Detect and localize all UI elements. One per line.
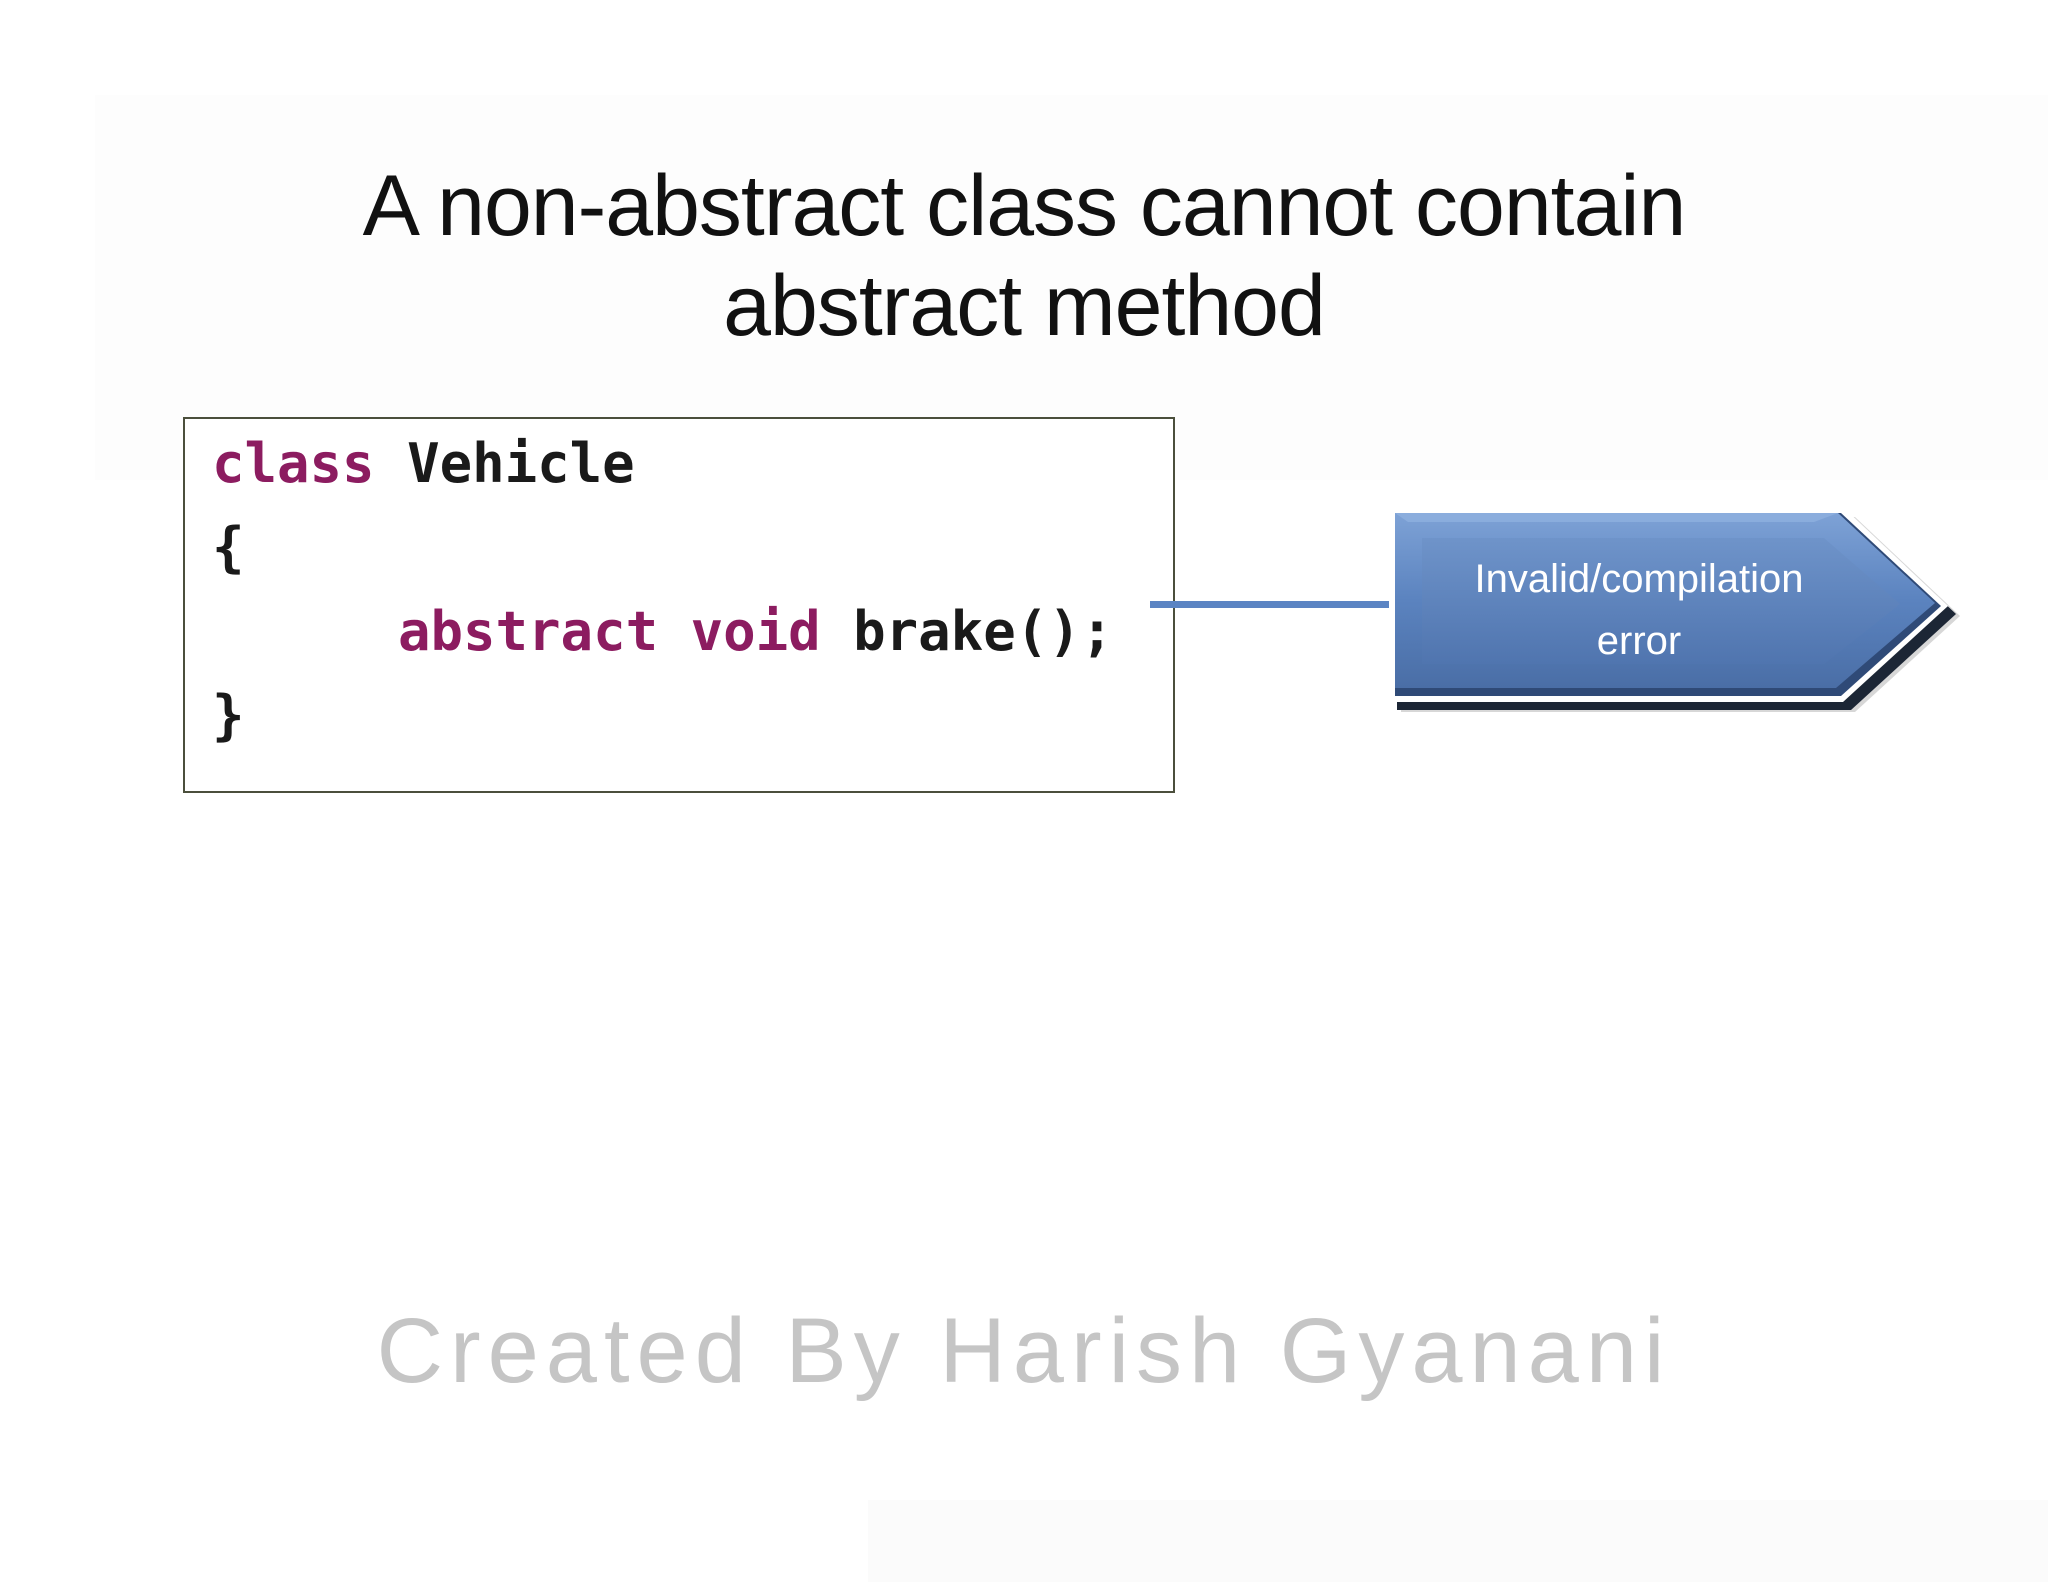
watermark-text: Created By Harish Gyanani	[376, 1300, 1672, 1402]
callout-label-line2: error	[1596, 619, 1682, 663]
callout-label: Invalid/compilation error	[1399, 548, 1879, 672]
slide-title: A non-abstract class cannot contain abst…	[0, 156, 2048, 356]
callout-arrow: Invalid/compilation error	[1384, 500, 1984, 720]
code-keyword-class: class	[212, 432, 375, 495]
code-method-call: brake();	[820, 600, 1114, 663]
background-tone-strip	[868, 1500, 2048, 1582]
connector-line	[1150, 601, 1393, 608]
code-class-name: Vehicle	[374, 432, 635, 495]
slide-title-line2: abstract method	[723, 258, 1326, 354]
callout-label-line1: Invalid/compilation	[1474, 557, 1804, 601]
code-line-close-brace: }	[212, 684, 245, 747]
slide-title-line1: A non-abstract class cannot contain	[362, 158, 1687, 254]
code-keyword-abstract-void: abstract void	[398, 600, 821, 663]
code-line-open-brace: {	[212, 516, 245, 579]
arrow-shape-graphic	[1389, 507, 1960, 712]
code-line-abstract-method: abstract void brake();	[212, 590, 1173, 674]
code-line-class-declaration: class Vehicle	[212, 422, 1173, 506]
arrow-inner-panel	[1422, 538, 1900, 664]
arrow-top-highlight	[1395, 513, 1838, 522]
code-box: class Vehicle { abstract void brake(); }	[183, 417, 1175, 793]
